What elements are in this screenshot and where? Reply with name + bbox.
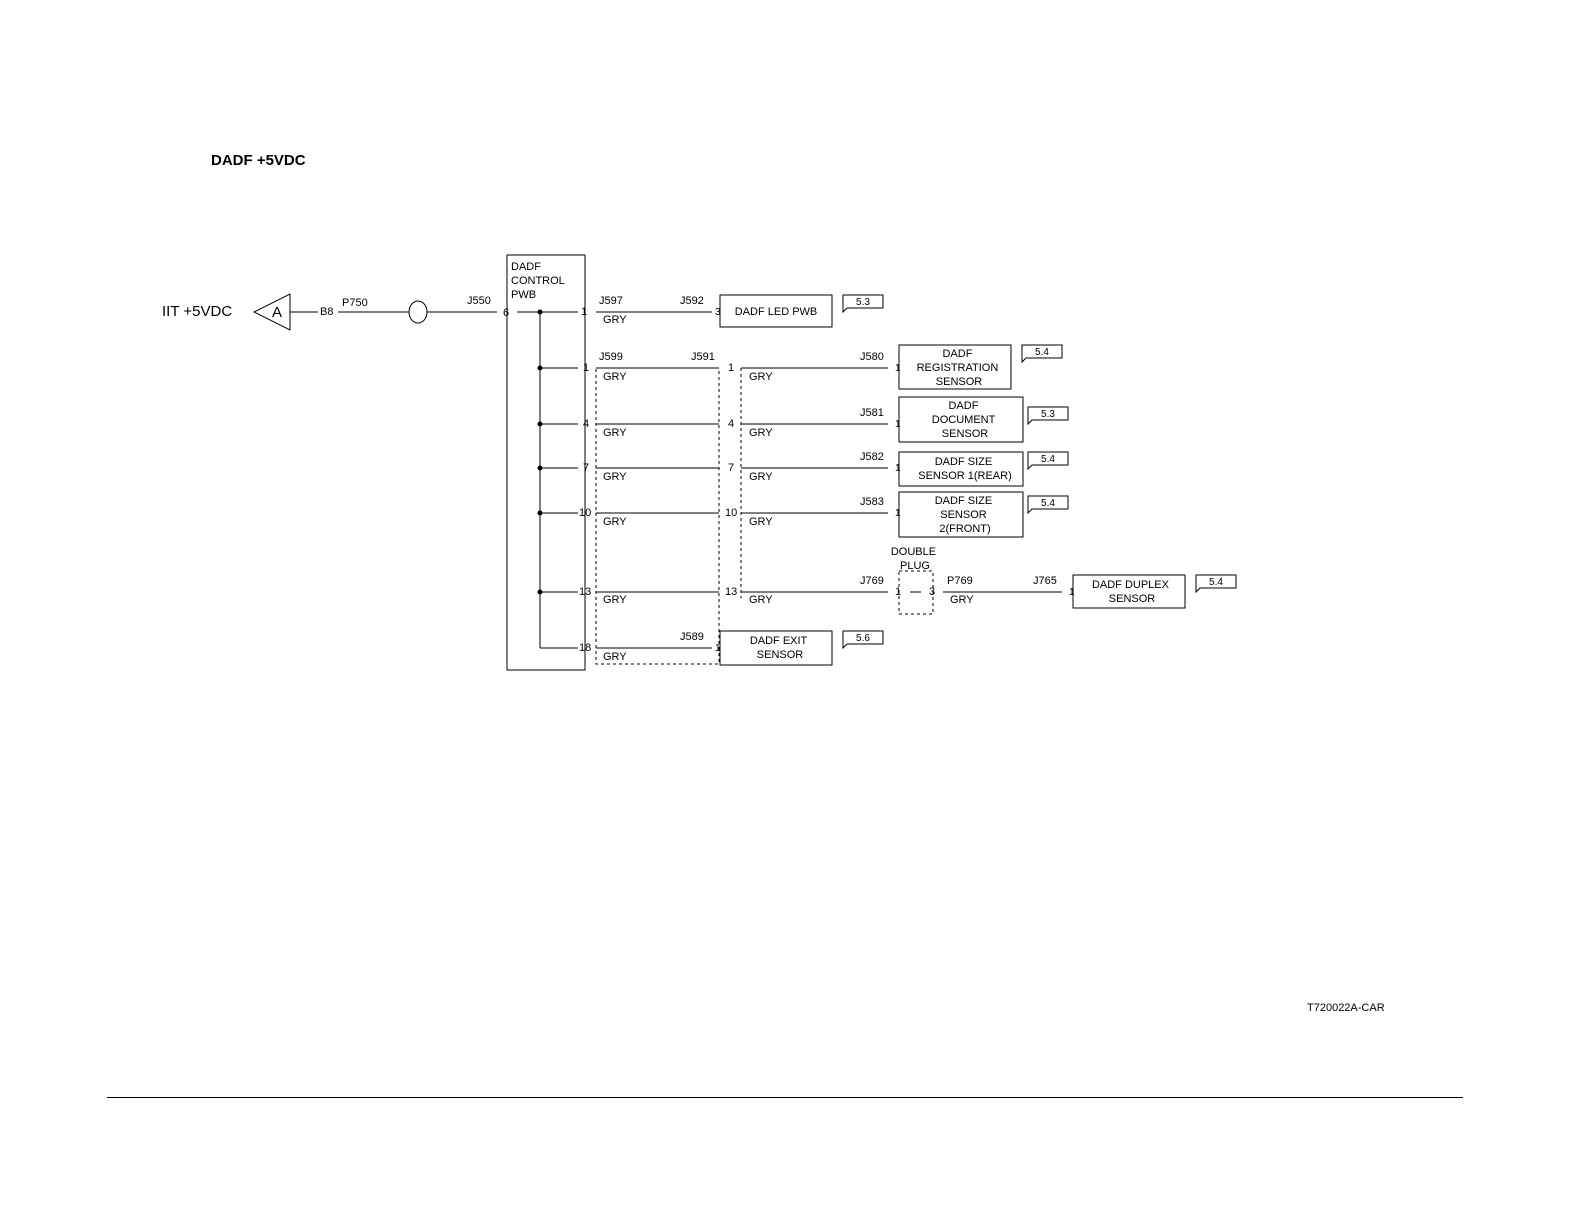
svg-text:7: 7 (728, 462, 734, 474)
page-title: DADF +5VDC (211, 152, 306, 169)
svg-text:13: 13 (579, 586, 591, 598)
svg-text:1: 1 (895, 463, 901, 474)
svg-text:P769: P769 (947, 575, 973, 587)
led-pin-b: 3 (715, 307, 721, 318)
sensor-branch-size-front: 10 GRY 10 GRY J583 1 DADF SIZE SENSOR 2(… (579, 491, 1069, 538)
svg-text:10: 10 (579, 507, 591, 519)
svg-text:DADF DOCUMENT: DADF DOCUMENT SENSOR (932, 400, 998, 440)
source-pin: B8 (320, 306, 333, 318)
svg-text:1: 1 (895, 419, 901, 430)
svg-text:J765: J765 (1033, 575, 1057, 587)
double-plug-outline (898, 570, 934, 615)
svg-text:5.4: 5.4 (1041, 498, 1055, 509)
svg-text:4: 4 (728, 418, 734, 430)
control-pwb-box (506, 254, 586, 671)
led-pin-a: 1 (581, 306, 587, 318)
source-label: IIT +5VDC (162, 303, 232, 320)
svg-text:1: 1 (728, 362, 734, 374)
svg-text:DADF SIZE SENSOR 1(REA: DADF SIZE SENSOR 1(REAR) (918, 456, 1012, 482)
control-pwb-label: DADF CONTROL PWB (511, 261, 567, 301)
svg-text:5.6: 5.6 (856, 633, 870, 644)
svg-text:GRY: GRY (603, 516, 627, 528)
j591-label: J591 (691, 351, 715, 363)
svg-text:DADF DUPLEX SENSOR: DADF DUPLEX SENSOR (1092, 579, 1172, 605)
bus-junction-dots (537, 309, 543, 595)
diagram-id: T720022A-CAR (1307, 1002, 1385, 1014)
sensor-branch-registration: 1 GRY 1 GRY J580 1 DADF REGISTRATION SEN… (583, 344, 1063, 390)
svg-text:5.4: 5.4 (1209, 577, 1223, 588)
j597-label: J597 (599, 295, 623, 307)
double-plug-label: DOUBLE PLUG (891, 546, 939, 572)
svg-text:13: 13 (725, 586, 737, 598)
source-plug: P750 (342, 297, 368, 309)
j592-label: J592 (680, 295, 704, 307)
svg-text:3: 3 (929, 586, 935, 598)
bus-taps (540, 311, 578, 649)
source-flag-letter: A (272, 304, 282, 321)
svg-text:GRY: GRY (603, 594, 627, 606)
svg-text:GRY: GRY (603, 471, 627, 483)
svg-text:18: 18 (579, 642, 591, 654)
led-ref-flag (842, 294, 884, 314)
svg-text:DADF EXIT SENSOR: DADF EXIT SENSOR (750, 635, 810, 661)
svg-text:J589: J589 (680, 631, 704, 643)
svg-text:1: 1 (715, 643, 721, 654)
svg-text:J582: J582 (860, 451, 884, 463)
svg-text:J583: J583 (860, 496, 884, 508)
svg-text:DADF SIZE SENSOR: DADF SIZE SENSOR 2(FRONT) (935, 495, 996, 535)
svg-text:J580: J580 (860, 351, 884, 363)
svg-text:1: 1 (1069, 587, 1075, 598)
sensor-branch-size-rear: 7 GRY 7 GRY J582 1 DADF SIZE SENSOR 1(RE… (583, 451, 1069, 487)
svg-text:4: 4 (583, 418, 589, 430)
led-ref: 5.3 (856, 297, 870, 308)
sensor-branch-document: 4 GRY 4 GRY J581 1 DADF DOCUMENT SENSOR … (583, 396, 1069, 443)
cable-ferrite (408, 300, 428, 324)
svg-text:GRY: GRY (749, 427, 773, 439)
led-pwb-box (719, 294, 833, 328)
svg-text:10: 10 (725, 507, 737, 519)
j599-label: J599 (599, 351, 623, 363)
svg-text:5.4: 5.4 (1035, 347, 1049, 358)
duplex-branch: 13 GRY 13 GRY J769 DOUBLE PLUG 1 3 P769 … (579, 546, 1237, 615)
svg-text:1: 1 (895, 586, 901, 598)
svg-text:GRY: GRY (603, 371, 627, 383)
svg-text:GRY: GRY (603, 427, 627, 439)
svg-text:1: 1 (583, 362, 589, 374)
svg-text:GRY: GRY (603, 651, 627, 663)
svg-text:5.4: 5.4 (1041, 454, 1055, 465)
svg-text:1: 1 (895, 508, 901, 519)
svg-text:7: 7 (583, 462, 589, 474)
j550-pin: 6 (503, 307, 509, 319)
svg-text:GRY: GRY (950, 594, 974, 606)
svg-text:GRY: GRY (749, 594, 773, 606)
led-pwb-label: DADF LED PWB (735, 306, 818, 318)
j550-label: J550 (467, 295, 491, 307)
footer-rule (107, 1097, 1463, 1098)
svg-text:DADF REGISTRATION: DADF REGISTRATION SENSOR (917, 348, 1002, 388)
svg-text:GRY: GRY (749, 371, 773, 383)
svg-text:5.3: 5.3 (1041, 409, 1055, 420)
led-wire-color: GRY (603, 314, 627, 326)
exit-branch: 18 GRY J589 1 DADF EXIT SENSOR 5.6 (579, 630, 884, 666)
svg-text:1: 1 (895, 363, 901, 374)
svg-text:GRY: GRY (749, 516, 773, 528)
svg-text:J581: J581 (860, 407, 884, 419)
svg-text:J769: J769 (860, 575, 884, 587)
svg-text:GRY: GRY (749, 471, 773, 483)
